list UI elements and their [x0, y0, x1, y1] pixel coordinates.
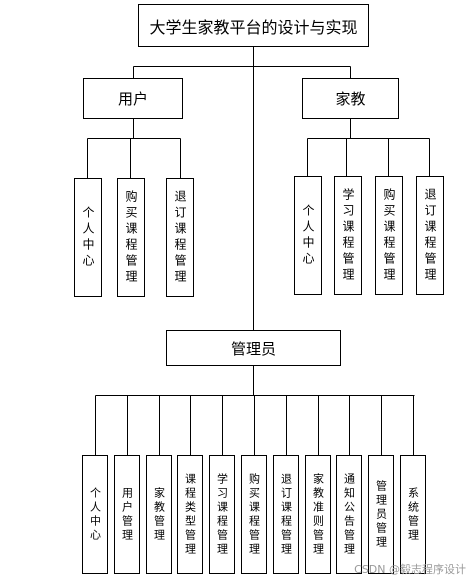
root-title-box: 大学生家教平台的设计与实现	[138, 4, 369, 47]
user-box: 用户	[83, 78, 183, 119]
user-label: 用户	[117, 90, 148, 108]
tutor-child-personal-center: 个人中心	[294, 176, 322, 295]
watermark: CSDN @毅志程序设计	[354, 563, 466, 576]
admin-child-admin-mgmt: 管理员管理	[368, 455, 394, 574]
tutor-child-study-course: 学习课程管理	[334, 176, 362, 295]
admin-child-tutor-rules-mgmt: 家教准则管理	[305, 455, 331, 574]
admin-child-personal-center: 个人中心	[82, 455, 108, 574]
admin-child-course-type-mgmt: 课程类型管理	[177, 455, 203, 574]
root-title: 大学生家教平台的设计与实现	[149, 17, 358, 37]
user-child-unsubscribe-course: 退订课程管理	[166, 178, 194, 297]
tutor-child-purchase-course: 购买课程管理	[375, 176, 403, 295]
admin-label: 管理员	[230, 339, 276, 358]
tutor-label: 家教	[335, 90, 366, 108]
tutor-box: 家教	[302, 78, 399, 119]
admin-child-user-mgmt: 用户管理	[114, 455, 140, 574]
admin-box: 管理员	[166, 330, 341, 366]
admin-child-tutor-mgmt: 家教管理	[146, 455, 172, 574]
admin-child-purchase-course-mgmt: 购买课程管理	[241, 455, 267, 574]
user-child-purchase-course: 购买课程管理	[117, 178, 145, 297]
tutor-child-unsubscribe-course: 退订课程管理	[416, 176, 444, 295]
admin-child-study-course-mgmt: 学习课程管理	[209, 455, 235, 574]
user-child-personal-center: 个人中心	[74, 178, 102, 297]
admin-child-notice-mgmt: 通知公告管理	[336, 455, 362, 574]
admin-child-unsubscribe-course-mgmt: 退订课程管理	[273, 455, 299, 574]
admin-child-system-mgmt: 系统管理	[400, 455, 426, 574]
